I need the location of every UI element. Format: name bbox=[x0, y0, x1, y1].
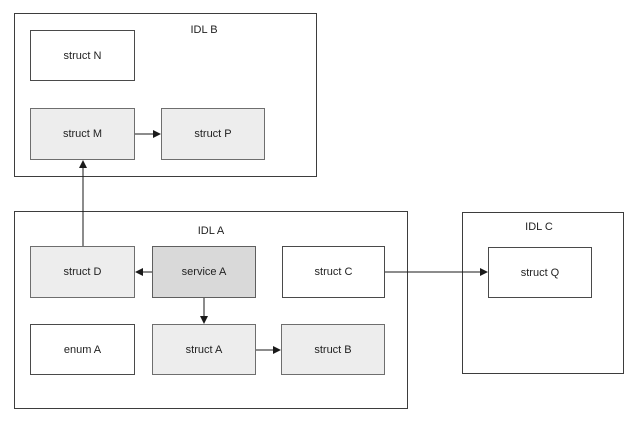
node-struct-p: struct P bbox=[161, 108, 265, 160]
node-struct-m: struct M bbox=[30, 108, 135, 160]
node-enum-a: enum A bbox=[30, 324, 135, 375]
node-service-a: service A bbox=[152, 246, 256, 298]
container-idl-a bbox=[14, 211, 408, 409]
node-struct-a: struct A bbox=[152, 324, 256, 375]
container-idl-b-title: IDL B bbox=[190, 24, 218, 36]
node-struct-d: struct D bbox=[30, 246, 135, 298]
container-idl-c-title: IDL C bbox=[525, 221, 553, 233]
container-idl-a-title: IDL A bbox=[197, 225, 225, 237]
node-struct-n: struct N bbox=[30, 30, 135, 81]
node-struct-b: struct B bbox=[281, 324, 385, 375]
node-struct-q: struct Q bbox=[488, 247, 592, 298]
node-struct-c: struct C bbox=[282, 246, 385, 298]
